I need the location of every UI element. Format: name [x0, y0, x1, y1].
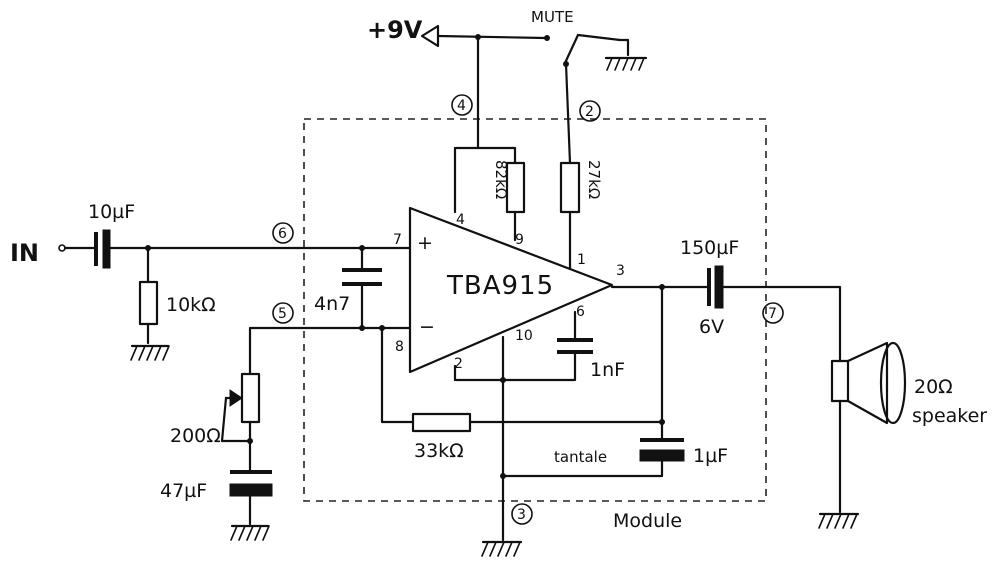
- ground-icon: [230, 524, 270, 541]
- chip-label: TBA915: [446, 271, 554, 301]
- feedback-wire-left: [380, 326, 415, 424]
- input-resistor: [138, 280, 159, 326]
- c47uf-plate-b: [229, 483, 273, 497]
- chip-pin-9: 9: [515, 232, 524, 248]
- input-label: IN: [10, 239, 39, 267]
- mute-label: MUTE: [531, 8, 574, 26]
- pin10-junction: [500, 377, 506, 383]
- minus-junction-a: [359, 325, 365, 331]
- node-4-marker: [451, 94, 473, 116]
- resistor-33k-label: 33kΩ: [414, 440, 464, 462]
- mute-to-27k-wire: [564, 62, 572, 270]
- chip-minus-sign: −: [419, 316, 435, 338]
- node-3-label: 3: [517, 507, 526, 523]
- r82k-frame-wire: [453, 146, 517, 242]
- ground-icon: [130, 344, 170, 361]
- node-5-label: 5: [278, 306, 287, 322]
- node-5-marker: [272, 302, 294, 324]
- ground-icon: [818, 512, 860, 529]
- node-7-label: 7: [768, 306, 777, 322]
- node-3-marker: [511, 503, 533, 525]
- node-2-label: 2: [585, 104, 594, 120]
- chip-pin-2: 2: [454, 356, 463, 372]
- node-7-marker: [762, 302, 784, 324]
- input-cap-label: 10µF: [88, 201, 135, 223]
- c1nf-label: 1nF: [590, 359, 625, 381]
- c47uf-label: 47µF: [160, 480, 207, 502]
- speaker-icon: [830, 341, 907, 425]
- resistor-82k-label: 82kΩ: [492, 160, 510, 199]
- ground-icon: [481, 540, 523, 557]
- mute-ground-wire: [618, 38, 630, 57]
- input-resistor-label: 10kΩ: [166, 294, 216, 316]
- tantale-bottom-wire: [501, 456, 664, 478]
- node-6-marker: [272, 222, 294, 244]
- tantale-ground-junction: [500, 473, 506, 479]
- mute-contact: [544, 35, 550, 41]
- c150uf-label: 150µF: [680, 237, 739, 259]
- chip-pin-1: 1: [577, 252, 586, 268]
- chip-pin-10: 10: [515, 328, 533, 344]
- c1uf-label: 1µF: [693, 445, 728, 467]
- chip-pin-4: 4: [456, 212, 465, 228]
- pot-wiper-wire: [220, 396, 252, 443]
- input-cap-plate-b: [102, 229, 111, 269]
- pot-wiper-arrow: [229, 389, 243, 407]
- ground-icon: [604, 56, 648, 71]
- resistor-82k: [505, 161, 526, 214]
- chip-pin-8: 8: [395, 339, 404, 355]
- tantale-label: tantale: [554, 448, 607, 466]
- chip-pin-3: 3: [616, 263, 625, 279]
- module-label: Module: [613, 510, 682, 532]
- node-2-marker: [579, 100, 601, 122]
- speaker-wire: [721, 285, 842, 363]
- supply-arrow: [420, 24, 440, 48]
- supply-label: +9V: [367, 16, 423, 44]
- pot-junction: [247, 438, 253, 444]
- c1nf-wire: [453, 310, 577, 382]
- speaker-value: 20Ω: [914, 376, 953, 398]
- resistor-27k-label: 27kΩ: [585, 160, 603, 199]
- c150uf-plate-b: [714, 265, 724, 309]
- chip-plus-sign: +: [417, 232, 433, 254]
- mute-switch-blade: [563, 33, 622, 65]
- chip-pin-7: 7: [393, 232, 402, 248]
- pot-label: 200Ω: [170, 425, 221, 447]
- resistor-27k: [559, 161, 581, 214]
- resistor-33k: [411, 412, 472, 433]
- node-6-label: 6: [278, 226, 287, 242]
- chip-body: [408, 206, 614, 374]
- chip-pin-6: 6: [576, 304, 585, 320]
- minus-input-wire: [248, 326, 412, 342]
- pot-200: [240, 372, 261, 424]
- c150uf-voltage: 6V: [699, 316, 724, 338]
- module-boundary: [303, 118, 767, 502]
- speaker-label: speaker: [912, 405, 987, 427]
- supply-rail-wire: [436, 34, 547, 40]
- tantale-plate-b: [639, 449, 685, 462]
- node-4-label: 4: [457, 98, 466, 114]
- c4n7-label: 4n7: [314, 293, 350, 315]
- feedback-junction: [659, 419, 665, 425]
